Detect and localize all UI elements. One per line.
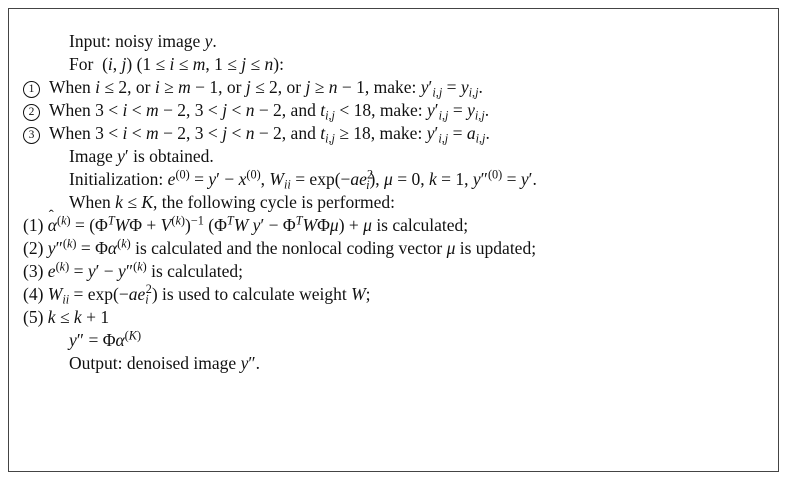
line-step1: When i ≤ 2, or i ≥ m − 1, or j ≤ 2, or j… [49, 77, 483, 100]
algorithm-box: Input: noisy image y. For (i, j) (1 ≤ i … [8, 8, 779, 472]
line-cycle-3: (3) e(k) = y′ − y″(k) is calculated; [23, 259, 243, 281]
line-image-obtained: Image y′ is obtained. [69, 146, 214, 166]
line-step2: When 3 < i < m − 2, 3 < j < n − 2, and t… [49, 100, 490, 123]
step1-marker: 1 [23, 76, 40, 99]
line-final-y: y″ = Φα(K) [69, 328, 142, 350]
line-output: Output: denoised image y″. [69, 353, 261, 373]
line-input: Input: noisy image y. [69, 31, 217, 51]
line-cycle: When k ≤ K, the following cycle is perfo… [69, 192, 396, 212]
step3-marker: 3 [23, 122, 40, 145]
line-step3: When 3 < i < m − 2, 3 < j < n − 2, and t… [49, 123, 490, 146]
step2-marker: 2 [23, 99, 40, 122]
line-cycle-2: (2) y″(k) = Φα(k) is calculated and the … [23, 236, 537, 258]
line-initialization: Initialization: e(0) = y′ − x(0), Wii = … [69, 167, 537, 192]
line-cycle-1: (1) α(k) = (ΦTWΦ + V(k))−1 (ΦTW y′ − ΦTW… [23, 205, 468, 237]
line-for: For (i, j) (1 ≤ i ≤ m, 1 ≤ j ≤ n): [69, 54, 284, 74]
line-cycle-4: (4) Wii = exp(−aei2) is used to calculat… [23, 282, 371, 307]
line-cycle-5: (5) k ≤ k + 1 [23, 307, 110, 327]
